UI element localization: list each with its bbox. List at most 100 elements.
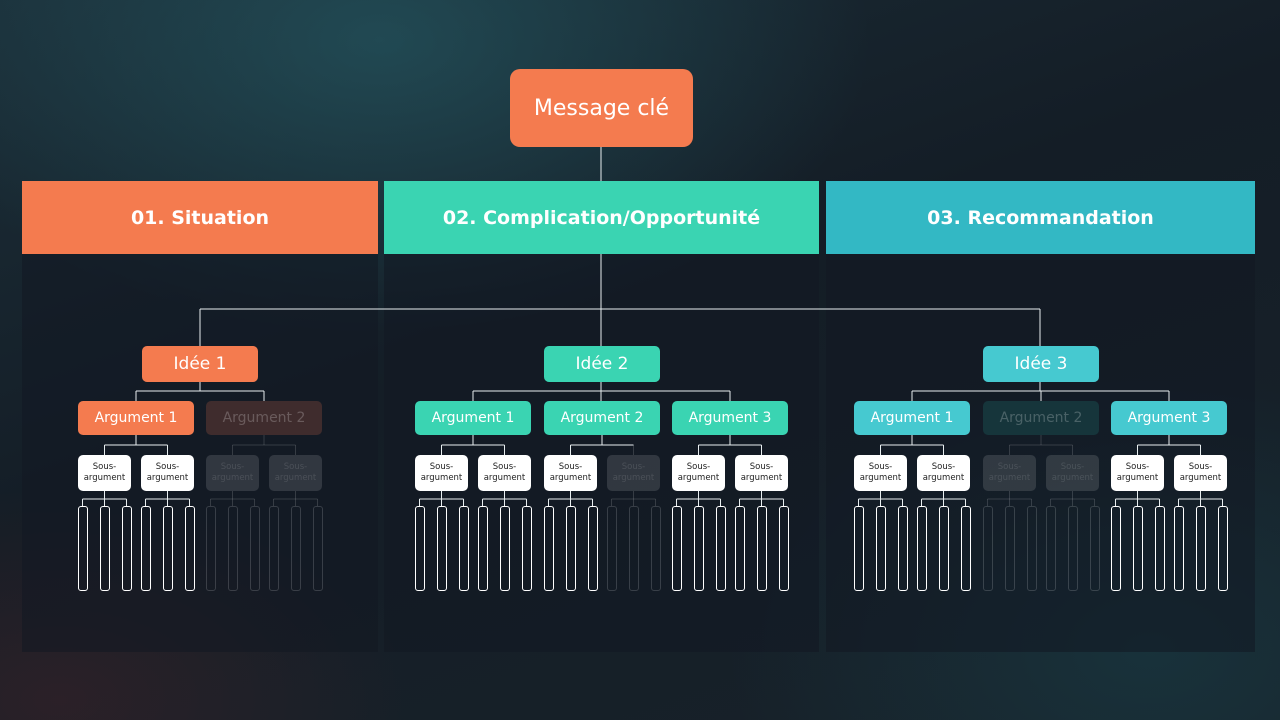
detail-bar	[1132, 506, 1143, 591]
detail-bar	[650, 506, 661, 591]
detail-bar	[140, 506, 151, 591]
sub-argument-box: Sous- argument	[607, 455, 660, 491]
detail-bar	[1154, 506, 1165, 591]
sub-argument-box: Sous- argument	[672, 455, 725, 491]
sub-argument-box: Sous- argument	[141, 455, 194, 491]
detail-bar	[628, 506, 639, 591]
detail-bar	[671, 506, 682, 591]
header-complication: 02. Complication/Opportunité	[384, 181, 819, 254]
s1-argument-1-label: Argument 1	[94, 410, 178, 426]
detail-bar	[897, 506, 908, 591]
detail-bar	[184, 506, 195, 591]
detail-bar	[756, 506, 767, 591]
detail-bar	[205, 506, 216, 591]
s2-argument-2-label: Argument 2	[560, 410, 644, 426]
detail-bar	[587, 506, 598, 591]
detail-bar	[853, 506, 864, 591]
detail-bar	[960, 506, 971, 591]
sub-argument-box: Sous- argument	[1111, 455, 1164, 491]
detail-bar	[436, 506, 447, 591]
detail-bar	[606, 506, 617, 591]
detail-bar	[1110, 506, 1121, 591]
s2-argument-3-label: Argument 3	[688, 410, 772, 426]
detail-bar	[499, 506, 510, 591]
header-recommandation-label: 03. Recommandation	[927, 206, 1154, 229]
sub-argument-box: Sous- argument	[206, 455, 259, 491]
s3-argument-2: Argument 2	[983, 401, 1099, 435]
detail-bar	[99, 506, 110, 591]
s2-argument-2: Argument 2	[544, 401, 660, 435]
detail-bar	[778, 506, 789, 591]
detail-bar	[121, 506, 132, 591]
sub-argument-label: Sous- argument	[146, 462, 189, 483]
sub-argument-label: Sous- argument	[677, 462, 720, 483]
sub-argument-label: Sous- argument	[211, 462, 254, 483]
header-situation: 01. Situation	[22, 181, 378, 254]
s1-argument-1: Argument 1	[78, 401, 194, 435]
sub-argument-label: Sous- argument	[988, 462, 1031, 483]
detail-bar	[1045, 506, 1056, 591]
detail-bar	[875, 506, 886, 591]
sub-argument-box: Sous- argument	[544, 455, 597, 491]
sub-argument-box: Sous- argument	[269, 455, 322, 491]
sub-argument-box: Sous- argument	[917, 455, 970, 491]
sub-argument-label: Sous- argument	[549, 462, 592, 483]
detail-bar	[1173, 506, 1184, 591]
sub-argument-box: Sous- argument	[983, 455, 1036, 491]
detail-bar	[249, 506, 260, 591]
detail-bar	[693, 506, 704, 591]
sub-argument-label: Sous- argument	[274, 462, 317, 483]
idea-1-box: Idée 1	[142, 346, 258, 382]
detail-bar	[543, 506, 554, 591]
sub-argument-label: Sous- argument	[83, 462, 126, 483]
header-situation-label: 01. Situation	[130, 206, 270, 229]
key-message-box: Message clé	[510, 69, 693, 147]
detail-bar	[312, 506, 323, 591]
detail-bar	[162, 506, 173, 591]
key-message-label: Message clé	[533, 95, 670, 121]
detail-bar	[715, 506, 726, 591]
detail-bar	[477, 506, 488, 591]
detail-bar	[1026, 506, 1037, 591]
sub-argument-box: Sous- argument	[78, 455, 131, 491]
s2-argument-1-label: Argument 1	[431, 410, 515, 426]
s2-argument-1: Argument 1	[415, 401, 531, 435]
idea-2-label: Idée 2	[575, 354, 629, 374]
sub-argument-box: Sous- argument	[854, 455, 907, 491]
detail-bar	[938, 506, 949, 591]
s3-argument-1-label: Argument 1	[870, 410, 954, 426]
s1-argument-2-label: Argument 2	[222, 410, 306, 426]
header-complication-label: 02. Complication/Opportunité	[442, 206, 761, 229]
detail-bar	[1195, 506, 1206, 591]
detail-bar	[521, 506, 532, 591]
idea-3-label: Idée 3	[1014, 354, 1068, 374]
detail-bar	[1004, 506, 1015, 591]
sub-argument-label: Sous- argument	[922, 462, 965, 483]
s3-argument-2-label: Argument 2	[999, 410, 1083, 426]
detail-bar	[565, 506, 576, 591]
idea-2-box: Idée 2	[544, 346, 660, 382]
s1-argument-2: Argument 2	[206, 401, 322, 435]
detail-bar	[414, 506, 425, 591]
detail-bar	[1067, 506, 1078, 591]
sub-argument-label: Sous- argument	[740, 462, 783, 483]
sub-argument-label: Sous- argument	[1116, 462, 1159, 483]
s3-argument-3-label: Argument 3	[1127, 410, 1211, 426]
sub-argument-box: Sous- argument	[1174, 455, 1227, 491]
s3-argument-1: Argument 1	[854, 401, 970, 435]
idea-1-label: Idée 1	[173, 354, 227, 374]
detail-bar	[290, 506, 301, 591]
s3-argument-3: Argument 3	[1111, 401, 1227, 435]
detail-bar	[458, 506, 469, 591]
sub-argument-box: Sous- argument	[478, 455, 531, 491]
detail-bar	[268, 506, 279, 591]
sub-argument-label: Sous- argument	[420, 462, 463, 483]
detail-bar	[1089, 506, 1100, 591]
detail-bar	[77, 506, 88, 591]
detail-bar	[916, 506, 927, 591]
detail-bar	[734, 506, 745, 591]
sub-argument-box: Sous- argument	[1046, 455, 1099, 491]
sub-argument-box: Sous- argument	[735, 455, 788, 491]
sub-argument-box: Sous- argument	[415, 455, 468, 491]
